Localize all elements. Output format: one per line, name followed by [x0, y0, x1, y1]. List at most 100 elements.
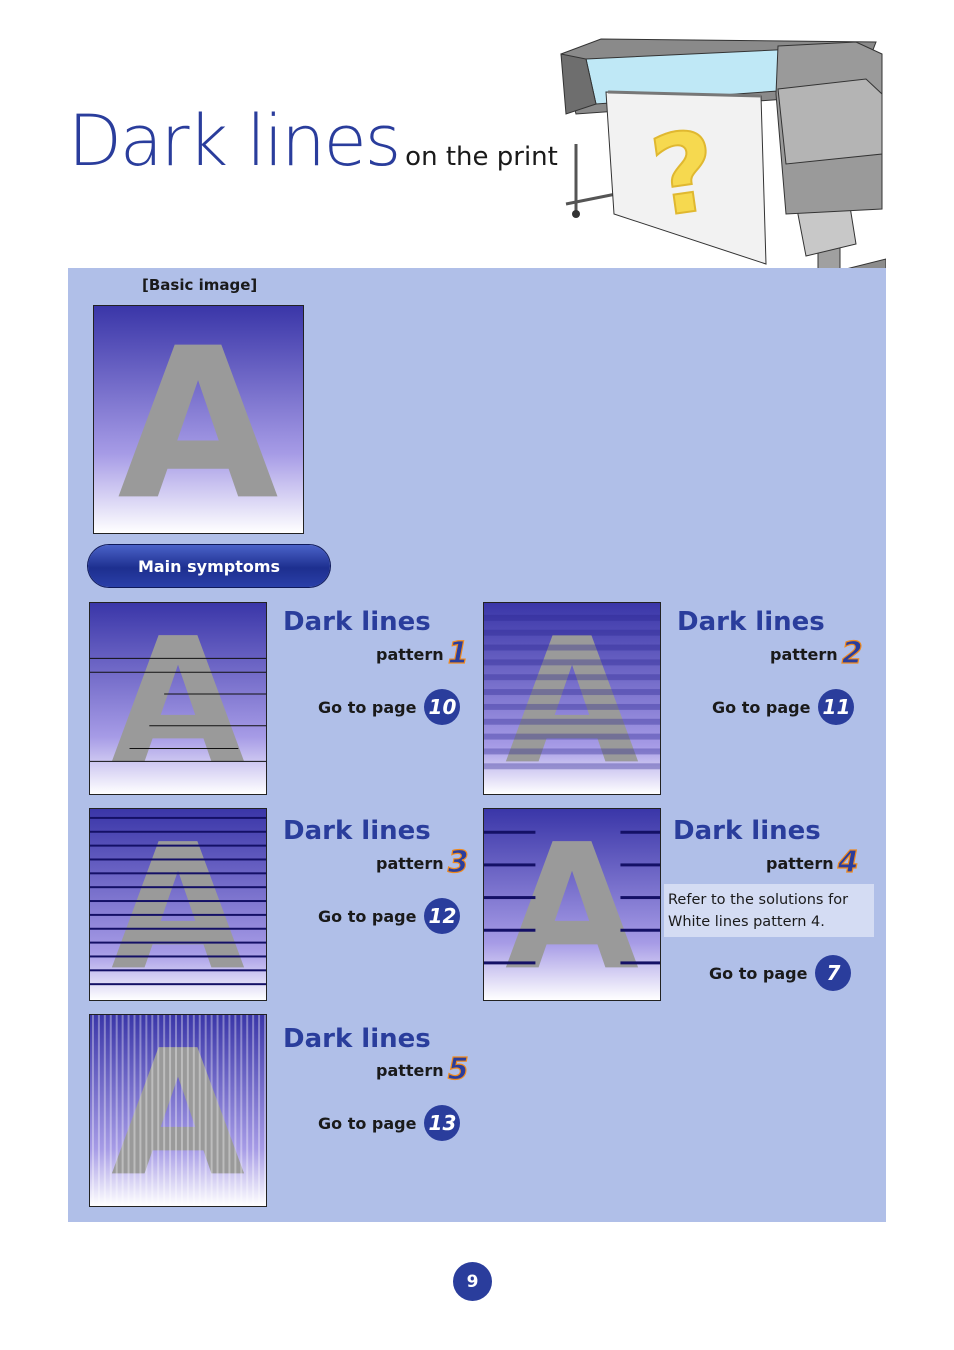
title-sub: on the print	[405, 142, 558, 172]
pattern-3-image: A	[89, 808, 267, 1001]
vertical-stripe	[216, 1015, 219, 1206]
page-11-link[interactable]: 11	[818, 689, 855, 725]
dark-band	[484, 674, 660, 681]
dark-line	[90, 830, 266, 833]
pattern-3-number: 3	[447, 844, 469, 880]
title-main: Dark lines	[68, 100, 401, 182]
vertical-stripe	[151, 1015, 154, 1206]
sample-letter: A	[505, 809, 639, 1000]
pattern-2-image: A	[483, 602, 661, 795]
sample-letter: A	[111, 603, 245, 794]
dark-dash	[620, 896, 660, 900]
vertical-stripe	[252, 1015, 255, 1206]
dark-band	[484, 733, 660, 740]
sample-letter: A	[111, 809, 245, 1000]
page-12-link[interactable]: 12	[424, 898, 461, 934]
dark-dash	[620, 863, 660, 867]
dark-line	[90, 816, 266, 819]
vertical-stripe	[103, 1015, 106, 1206]
dark-line	[90, 900, 266, 903]
page-7-link[interactable]: 7	[815, 955, 852, 991]
dark-dash	[484, 928, 536, 932]
sample-letter: A	[505, 603, 639, 794]
vertical-stripe	[258, 1015, 261, 1206]
vertical-stripe	[115, 1015, 118, 1206]
pattern-4-image: A	[483, 808, 661, 1001]
page-number: 9	[453, 1262, 492, 1301]
pattern-1-number: 1	[447, 635, 469, 671]
vertical-stripe	[175, 1015, 178, 1206]
dark-dash	[484, 830, 536, 834]
vertical-stripe	[169, 1015, 172, 1206]
vertical-stripe	[163, 1015, 166, 1206]
dark-dash	[484, 961, 536, 965]
vertical-stripe	[210, 1015, 213, 1206]
dark-band	[484, 644, 660, 651]
sample-letter: A	[111, 1015, 245, 1206]
dark-line	[90, 983, 266, 986]
vertical-stripe	[246, 1015, 249, 1206]
printer-illustration: ?	[556, 34, 887, 308]
main-symptoms-badge: Main symptoms	[88, 545, 330, 587]
page-13-link[interactable]: 13	[424, 1105, 461, 1141]
pattern-1-image: A	[89, 602, 267, 795]
dark-line	[90, 913, 266, 916]
basic-image-label: [Basic image]	[142, 276, 258, 294]
vertical-stripe	[133, 1015, 136, 1206]
vertical-stripe	[240, 1015, 243, 1206]
pattern-5-title: Dark lines	[283, 1024, 431, 1054]
vertical-stripe	[198, 1015, 201, 1206]
dark-line	[90, 886, 266, 889]
vertical-stripe	[204, 1015, 207, 1206]
pattern-2-title: Dark lines	[677, 607, 825, 637]
dark-band	[484, 748, 660, 755]
dark-dash	[484, 896, 536, 900]
vertical-stripe	[121, 1015, 124, 1206]
pattern-5-number: 5	[447, 1051, 469, 1087]
pattern-4-number: 4	[837, 844, 859, 880]
vertical-stripe	[264, 1015, 266, 1206]
vertical-stripe	[157, 1015, 160, 1206]
dark-line	[90, 955, 266, 958]
vertical-stripe	[222, 1015, 225, 1206]
sample-letter: A	[118, 306, 279, 533]
vertical-stripe	[234, 1015, 237, 1206]
dark-dash	[484, 863, 536, 867]
dark-band	[484, 614, 660, 621]
pattern-2-number: 2	[841, 635, 863, 671]
dark-band	[484, 689, 660, 696]
dark-line	[90, 941, 266, 944]
vertical-stripe	[145, 1015, 148, 1206]
vertical-stripe	[97, 1015, 100, 1206]
vertical-stripe	[127, 1015, 130, 1206]
page-10-link[interactable]: 10	[424, 689, 461, 725]
dark-dash	[620, 928, 660, 932]
vertical-stripe	[192, 1015, 195, 1206]
vertical-stripe	[139, 1015, 142, 1206]
dark-dash	[620, 961, 660, 965]
dark-line	[90, 858, 266, 861]
pattern-5-image: A	[89, 1014, 267, 1207]
pattern-4-title: Dark lines	[673, 816, 821, 846]
pattern-4-note: Refer to the solutions for White lines p…	[664, 884, 874, 937]
pattern-3-title: Dark lines	[283, 816, 431, 846]
dark-band	[484, 763, 660, 770]
dark-band	[484, 718, 660, 725]
pattern-1-title: Dark lines	[283, 607, 431, 637]
vertical-stripe	[186, 1015, 189, 1206]
vertical-stripe	[180, 1015, 183, 1206]
basic-image: A	[93, 305, 304, 534]
dark-band	[484, 703, 660, 710]
dark-band	[484, 629, 660, 636]
